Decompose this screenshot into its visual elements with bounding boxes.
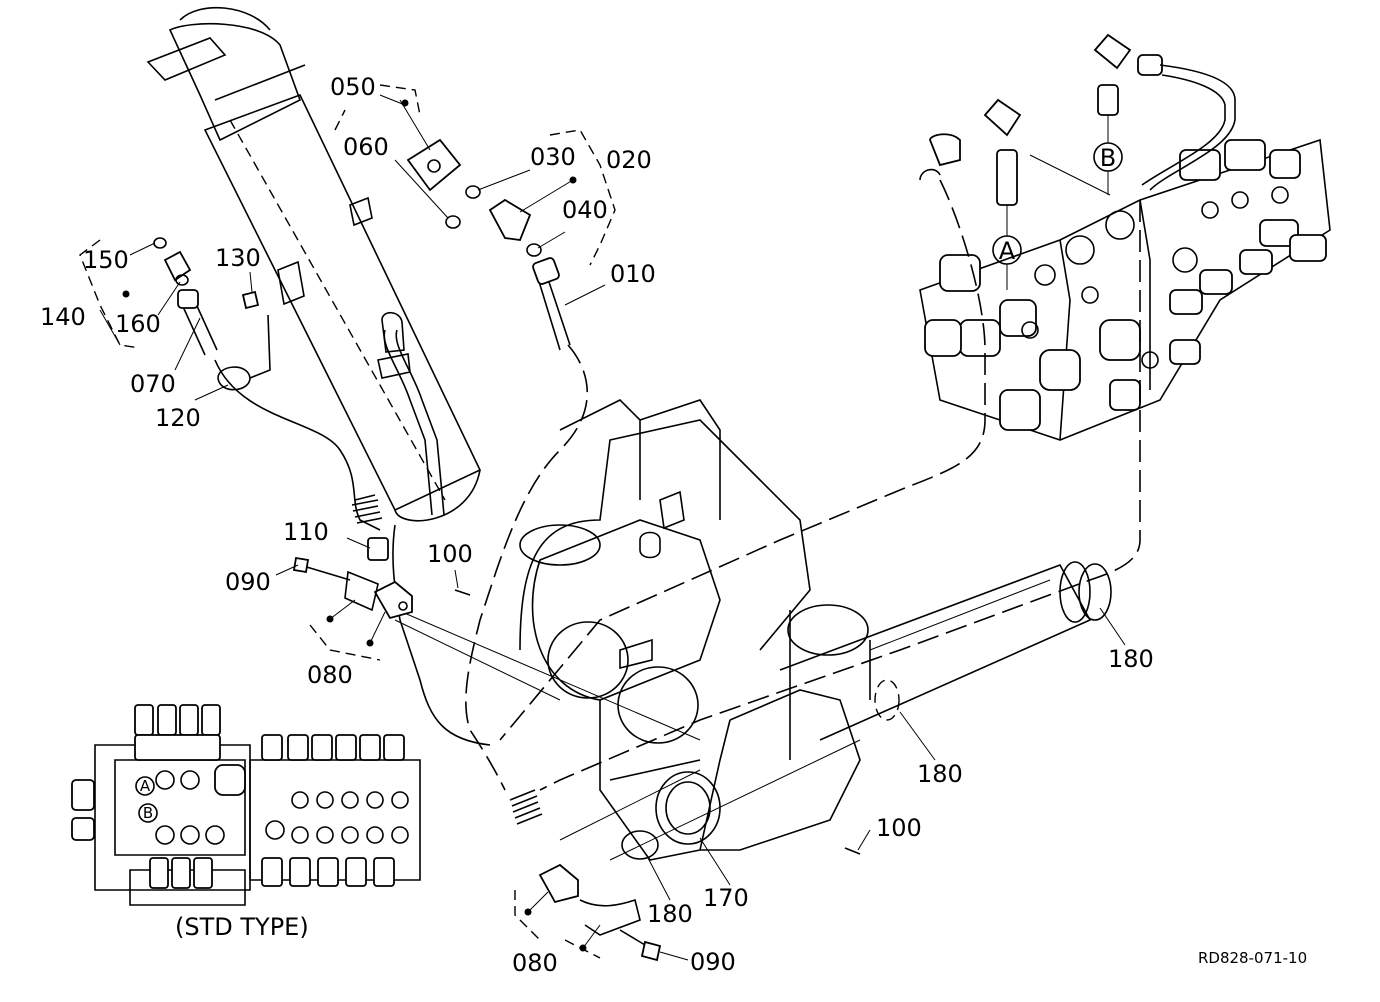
- label-110: 110: [283, 518, 329, 546]
- label-050: 050: [330, 73, 376, 101]
- label-080-upper: 080: [307, 661, 353, 689]
- port-b-label: B: [1100, 144, 1116, 172]
- label-020: 020: [606, 146, 652, 174]
- cylinder-pipe: [377, 311, 445, 516]
- label-150: 150: [83, 246, 129, 274]
- label-180-lower: 180: [647, 900, 693, 928]
- label-060: 060: [343, 133, 389, 161]
- port-a-marker: A: [992, 235, 1022, 265]
- label-070: 070: [130, 370, 176, 398]
- label-160: 160: [115, 310, 161, 338]
- valve-top-fittings: [929, 33, 1163, 206]
- group-brackets: [79, 84, 616, 959]
- inset-port-b-label: B: [143, 804, 153, 822]
- drawing-reference: RD828-071-10: [1198, 949, 1307, 967]
- label-090-upper: 090: [225, 568, 271, 596]
- label-100-upper: 100: [427, 540, 473, 568]
- label-120: 120: [155, 404, 201, 432]
- label-100-lower: 100: [876, 814, 922, 842]
- swing-frame: [519, 399, 871, 861]
- part-labels: 050 060 030 020 040 010 150 130 140 160 …: [40, 73, 1154, 977]
- label-040: 040: [562, 196, 608, 224]
- port-a-label: A: [999, 237, 1016, 265]
- label-030: 030: [530, 143, 576, 171]
- small-parts: [153, 138, 1112, 962]
- boom-cylinder: [146, 6, 482, 522]
- label-170: 170: [703, 884, 749, 912]
- label-180-right: 180: [1108, 645, 1154, 673]
- label-010: 010: [610, 260, 656, 288]
- leader-lines: [99, 94, 1126, 961]
- label-090-lower: 090: [690, 948, 736, 976]
- std-type-inset: A B (STD TYPE): [71, 704, 421, 941]
- hose-protector-tube: [779, 561, 1092, 741]
- label-130: 130: [215, 244, 261, 272]
- inset-caption: (STD TYPE): [175, 913, 309, 941]
- inset-port-a-label: A: [140, 777, 151, 795]
- hoses: [179, 64, 1236, 861]
- label-080-lower: 080: [512, 949, 558, 977]
- control-valve: [919, 138, 1331, 441]
- label-140: 140: [40, 303, 86, 331]
- label-180-middle: 180: [917, 760, 963, 788]
- port-b-marker: B: [1093, 142, 1123, 172]
